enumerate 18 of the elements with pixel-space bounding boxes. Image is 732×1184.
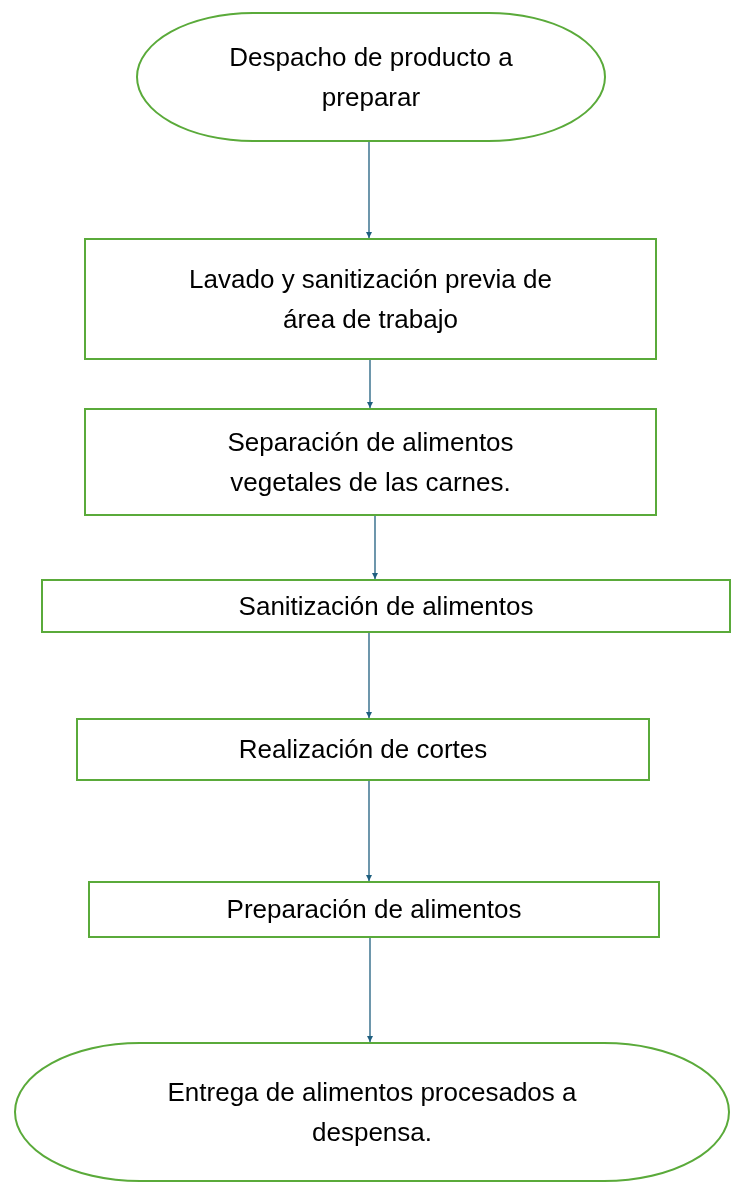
arrow xyxy=(365,780,373,882)
process-box xyxy=(88,881,660,938)
step-text: Entrega de alimentos procesados a despensa. xyxy=(166,1075,578,1149)
arrow xyxy=(365,141,373,239)
step-text: Despacho de producto a preparar xyxy=(228,40,514,114)
process-box xyxy=(41,579,731,633)
step-text: Preparación de alimentos xyxy=(226,893,522,927)
process-box xyxy=(84,408,657,516)
step-text: Lavado y sanitización previa de área de trabajo xyxy=(188,262,553,336)
arrow xyxy=(366,359,374,409)
process-box xyxy=(84,238,657,360)
arrow xyxy=(371,515,379,580)
step-text: Separación de alimentos vegetales de las carnes. xyxy=(226,425,515,499)
step-text: Sanitización de alimentos xyxy=(238,589,534,623)
arrow xyxy=(366,937,374,1043)
step-text: Realización de cortes xyxy=(238,733,488,767)
arrow xyxy=(365,632,373,719)
process-box xyxy=(76,718,650,781)
